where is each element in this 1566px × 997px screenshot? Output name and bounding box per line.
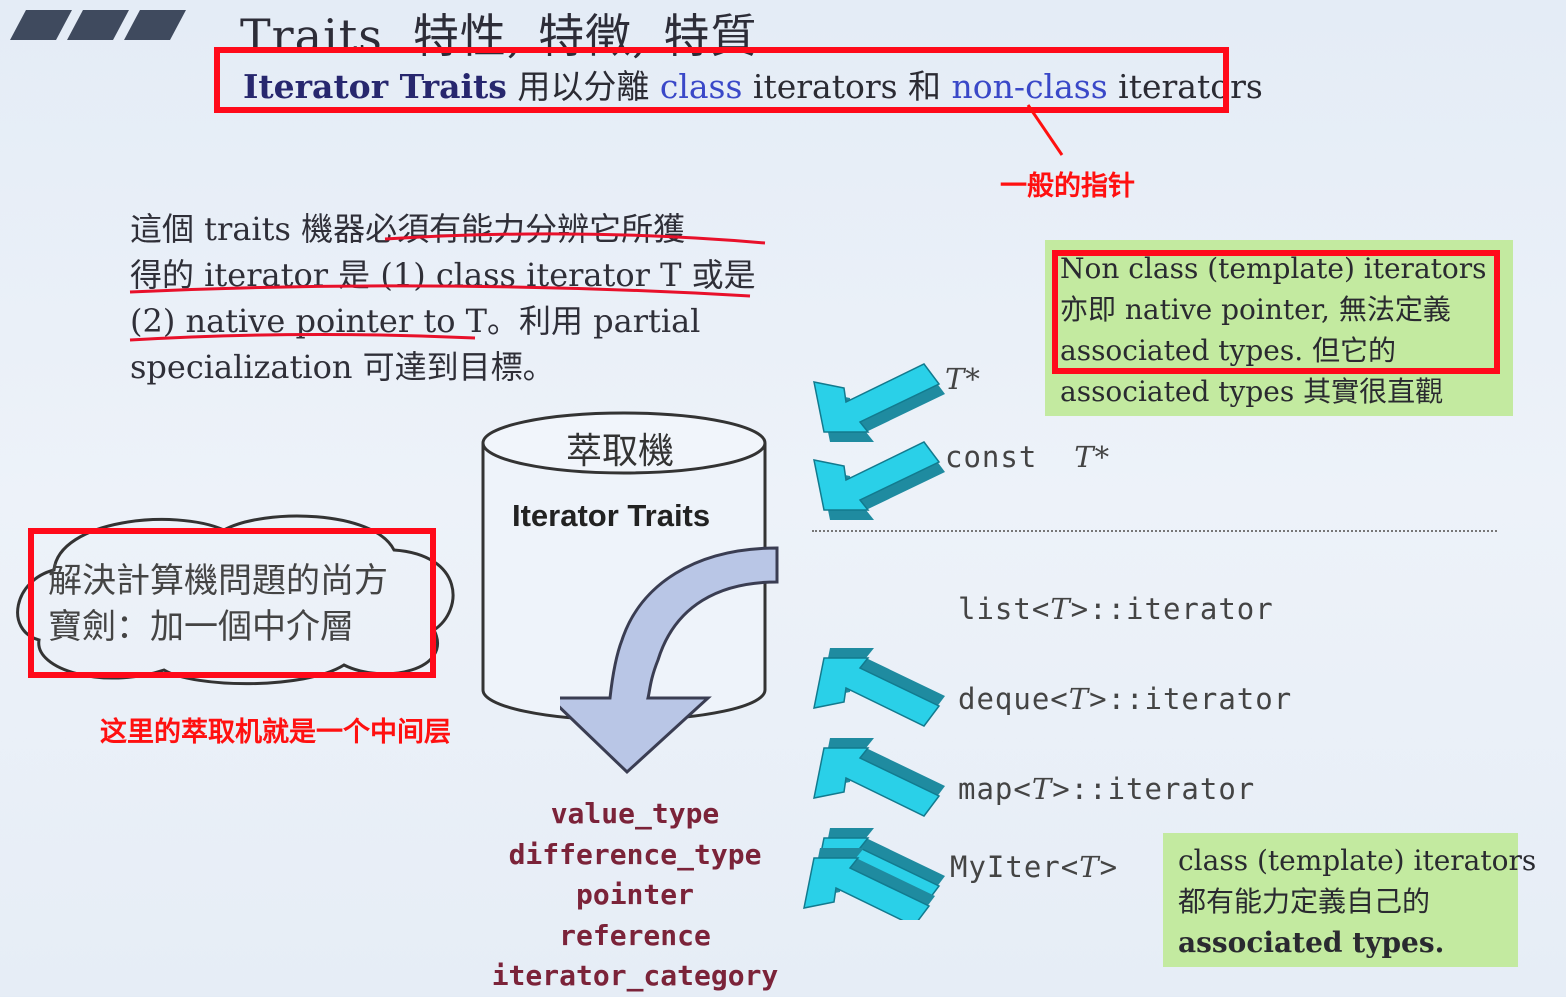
arrow-list-iterator <box>813 647 946 727</box>
underline-annotations <box>129 232 766 342</box>
nonclass-note-background <box>1045 240 1513 416</box>
cloud-highlight-box <box>28 528 436 678</box>
cloud-line: 解決計算機問題的尚方 <box>48 561 388 601</box>
type-pointer: pointer <box>575 878 694 911</box>
input-arrows <box>803 363 946 920</box>
traits-cylinder <box>481 411 767 722</box>
nonclass-note-line: associated types. 但它的 <box>1060 334 1397 367</box>
nonclass-note-line: 亦即 native pointer, 無法定義 <box>1060 293 1451 326</box>
nonclass-note-line: Non class (template) iterators <box>1060 252 1487 285</box>
class-note-line: associated types. <box>1178 926 1445 959</box>
const-t-pointer-label: const T* <box>945 440 1111 474</box>
description-line: (2) native pointer to T。利用 partial <box>130 302 701 340</box>
page-title: Traits 特性, 特徵, 特質 <box>240 0 757 66</box>
title-chinese: 特性, 特徵, 特質 <box>412 9 758 63</box>
separator-line <box>812 530 1497 532</box>
subtitle-text: iterators <box>1107 67 1263 106</box>
deque-iterator-label: deque<T>::iterator <box>958 682 1293 716</box>
subtitle: Iterator Traits 用以分離 class iterators 和 n… <box>243 60 1263 108</box>
nonclass-highlight-box <box>1052 250 1500 374</box>
map-iterator-label: map<T>::iterator <box>958 772 1256 806</box>
type-value-type: value_type <box>550 797 720 830</box>
type-difference-type: difference_type <box>508 837 762 871</box>
cylinder-label: Iterator Traits <box>512 498 711 533</box>
general-pointer-note: 一般的指针 <box>1000 171 1135 202</box>
associated-types-list: value_type difference_type pointer refer… <box>460 794 810 997</box>
traits-description: 這個 traits 機器必須有能力分辨它所獲 得的 iterator 是 (1)… <box>130 206 756 390</box>
subtitle-iterator-traits: Iterator Traits <box>243 67 507 106</box>
nonclass-note: Non class (template) iterators 亦即 native… <box>1060 248 1487 412</box>
arrow-t-pointer <box>813 363 946 443</box>
class-note-line: class (template) iterators <box>1178 844 1537 877</box>
output-arrow <box>560 546 779 775</box>
subtitle-non-class: non-class <box>951 67 1108 106</box>
class-note-background <box>1163 833 1518 967</box>
cloud-text: 解決計算機問題的尚方 寶劍：加一個中介層 <box>48 558 388 650</box>
middle-layer-note: 这里的萃取机就是一个中间层 <box>100 717 451 748</box>
nonclass-note-line: associated types 其實很直觀 <box>1060 375 1444 408</box>
annotation-pointer-line <box>1026 104 1064 156</box>
arrow-deque-iterator <box>813 737 946 817</box>
type-iterator-category: iterator_category <box>491 959 779 992</box>
t-pointer-label: T* <box>945 362 981 396</box>
cylinder-top-label: 萃取機 <box>566 431 675 472</box>
subtitle-text: iterators 和 <box>742 67 952 106</box>
list-iterator-label: list<T>::iterator <box>958 592 1274 626</box>
subtitle-class: class <box>659 67 743 106</box>
arrow-const-t-pointer <box>813 441 946 521</box>
class-note-line: 都有能力定義自己的 <box>1178 885 1431 918</box>
description-line: specialization 可達到目標。 <box>130 348 555 386</box>
subtitle-text: 用以分離 <box>506 67 660 106</box>
description-line: 這個 traits 機器必須有能力分辨它所獲 <box>130 210 686 248</box>
type-reference: reference <box>559 918 711 952</box>
myiter-label: MyIter<T> <box>950 850 1119 884</box>
title-english: Traits <box>240 9 383 63</box>
class-note: class (template) iterators 都有能力定義自己的 ass… <box>1178 840 1536 963</box>
subtitle-highlight-box <box>214 47 1229 113</box>
cloud-line: 寶劍：加一個中介層 <box>48 607 354 647</box>
